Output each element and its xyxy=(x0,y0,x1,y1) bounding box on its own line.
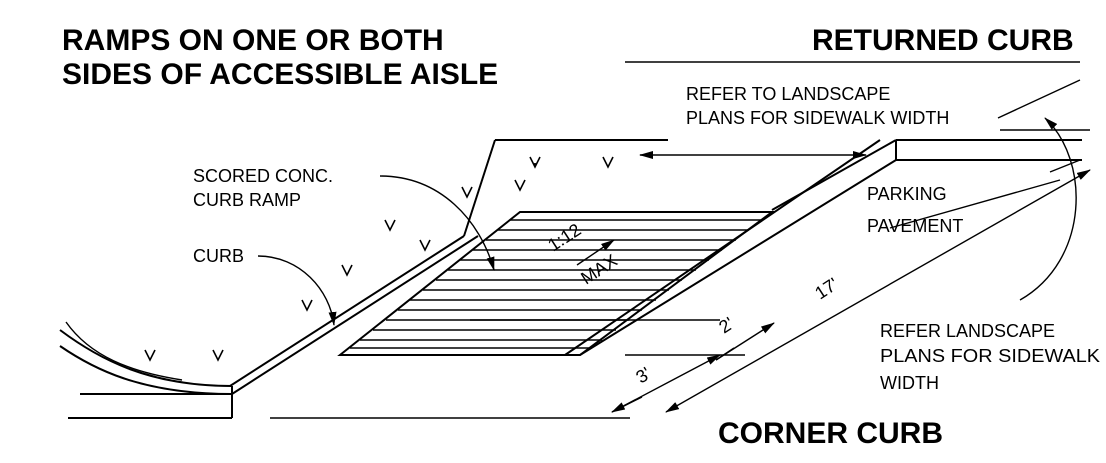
note-curb: CURB xyxy=(193,246,244,266)
grass-symbols xyxy=(144,156,614,362)
grass-tuft-icon xyxy=(514,179,526,192)
dim-3ft-label: 3' xyxy=(632,363,654,387)
grass-tuft-icon xyxy=(602,156,614,169)
note-parking-line1: PARKING xyxy=(867,184,947,204)
title-corner-curb: CORNER CURB xyxy=(718,417,943,450)
note-landscape-right-line1: REFER LANDSCAPE xyxy=(880,321,1055,341)
grass-tuft-icon xyxy=(419,239,431,252)
dim-2ft-label: 2' xyxy=(715,313,737,337)
grass-tuft-icon xyxy=(384,219,396,232)
note-scored-line2: CURB RAMP xyxy=(193,190,301,210)
grass-tuft-icon xyxy=(212,349,224,362)
leaders-and-dimensions xyxy=(257,79,1091,413)
note-landscape-top-line2: PLANS FOR SIDEWALK WIDTH xyxy=(686,108,949,128)
note-scored-line1: SCORED CONC. xyxy=(193,166,333,186)
grass-tuft-icon xyxy=(144,349,156,362)
grass-tuft-icon xyxy=(461,186,473,199)
note-landscape-top-line1: REFER TO LANDSCAPE xyxy=(686,84,890,104)
dim-slope-max-label: MAX xyxy=(577,250,621,288)
dim-17ft-label: 17' xyxy=(811,274,842,304)
title-ramps-line2: SIDES OF ACCESSIBLE AISLE xyxy=(62,58,498,91)
grass-tuft-icon xyxy=(341,264,353,277)
title-ramps-line1: RAMPS ON ONE OR BOTH xyxy=(62,24,444,57)
title-returned-curb: RETURNED CURB xyxy=(812,24,1074,57)
note-landscape-right-line2: PLANS FOR SIDEWALK xyxy=(880,346,1100,366)
note-parking-line2: PAVEMENT xyxy=(867,216,963,236)
grass-tuft-icon xyxy=(529,156,541,169)
note-landscape-right-line3: WIDTH xyxy=(880,373,939,393)
grass-tuft-icon xyxy=(301,299,313,312)
